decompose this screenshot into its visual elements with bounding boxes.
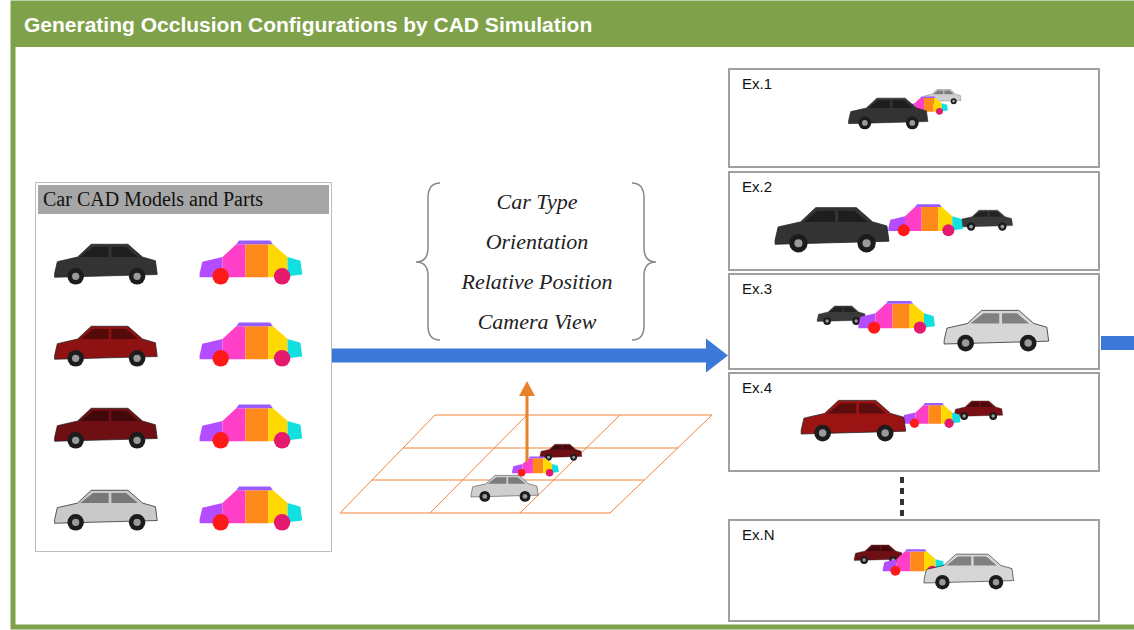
parameter-label: Car Type — [437, 189, 637, 215]
parameter-label: Orientation — [437, 229, 637, 255]
title-text: Generating Occlusion Configurations by C… — [24, 13, 592, 37]
example-box: Ex.1 — [728, 68, 1100, 168]
example-label: Ex.3 — [730, 275, 784, 302]
example-box: Ex.4 — [728, 372, 1100, 472]
example-label: Ex.1 — [730, 70, 784, 97]
parameter-label: Camera View — [437, 309, 637, 335]
example-box: Ex.N — [728, 519, 1100, 622]
model-panel: Car CAD Models and Parts — [35, 182, 332, 552]
panel-heading: Car CAD Models and Parts — [38, 185, 329, 214]
example-box: Ex.3 — [728, 273, 1100, 370]
example-label: Ex.N — [730, 521, 787, 548]
parameter-label: Relative Position — [437, 269, 637, 295]
example-label: Ex.2 — [730, 173, 784, 200]
example-label: Ex.4 — [730, 374, 784, 401]
flow-arrow — [332, 338, 728, 372]
example-box: Ex.2 — [728, 171, 1100, 271]
